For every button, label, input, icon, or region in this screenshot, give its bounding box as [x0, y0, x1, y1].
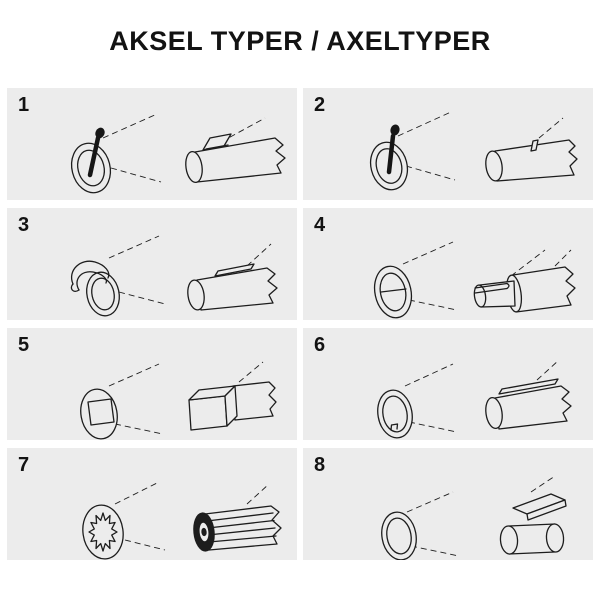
- axle-type-cell-1: 1: [7, 88, 297, 200]
- page-title: AKSEL TYPER / AXELTYPER: [109, 26, 491, 56]
- cell-number: 4: [314, 214, 326, 236]
- axle-type-grid: 1 2: [7, 88, 593, 560]
- axle-type-cell-3: 3: [7, 208, 297, 320]
- axle-type-cell-5: 5: [7, 328, 297, 440]
- axle-type-cell-4: 4: [303, 208, 593, 320]
- cell-number: 3: [18, 214, 30, 236]
- tube-and-cylinder-with-wedge-icon: [381, 475, 567, 560]
- axle-type-cell-2: 2: [303, 88, 593, 200]
- cell-number: 7: [18, 454, 30, 476]
- axle-type-cell-6: 6: [303, 328, 593, 440]
- ring-with-locking-pin-and-slot-hole-shaft-icon: [369, 111, 578, 191]
- ring-with-locking-pin-and-slotted-shaft-icon: [70, 113, 286, 194]
- cell-number: 6: [314, 334, 326, 356]
- round-bore-tube-and-keyed-shaft-icon: [377, 359, 572, 439]
- splined-tube-and-splined-shaft-icon: [82, 481, 282, 560]
- axle-type-cell-8: 8: [303, 448, 593, 560]
- tube-and-stepped-slotted-shaft-icon: [373, 241, 576, 319]
- cell-number: 5: [18, 334, 30, 356]
- cell-number: 2: [314, 94, 326, 116]
- cell-number: 8: [314, 454, 326, 476]
- tube-with-spring-clip-and-keyed-shaft-icon: [70, 235, 278, 317]
- axle-type-cell-7: 7: [7, 448, 297, 560]
- cell-number: 1: [18, 94, 30, 116]
- square-bore-tube-and-square-shaft-icon: [80, 361, 277, 440]
